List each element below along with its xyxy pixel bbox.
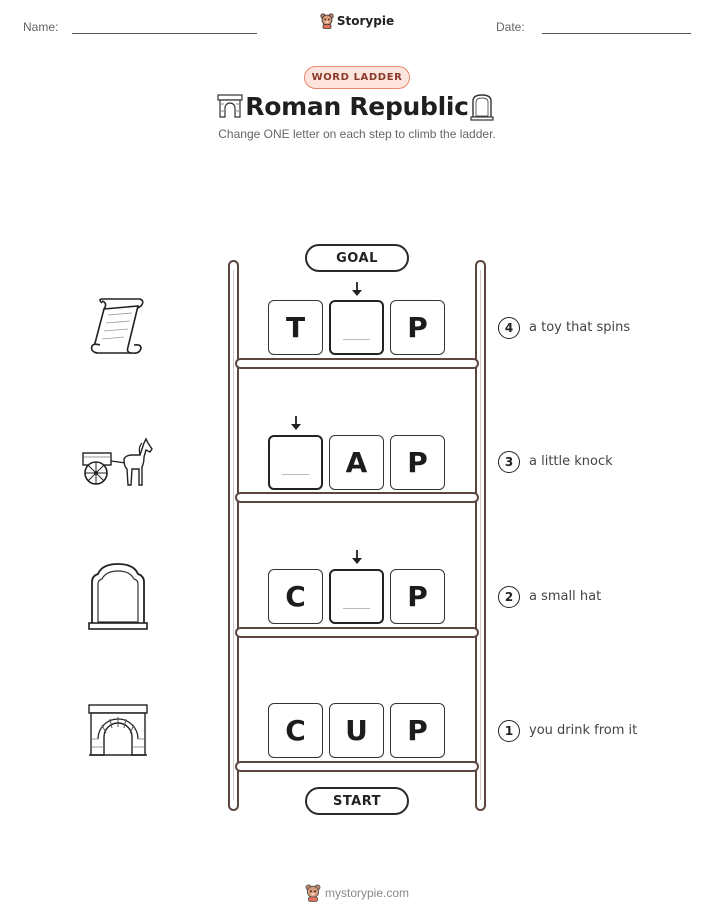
letter-tile: P <box>390 435 445 490</box>
brand-name: Storypie <box>336 14 395 28</box>
tombstone-icon <box>470 94 494 121</box>
tombstone-icon <box>88 563 148 630</box>
letter-tile: C <box>268 703 323 758</box>
clue-text: you drink from it <box>529 723 638 738</box>
start-label: START <box>305 787 409 815</box>
goal-label: GOAL <box>305 244 409 272</box>
bear-mascot-icon <box>320 13 334 29</box>
clue-number: 4 <box>498 317 520 339</box>
clue-text: a little knock <box>529 454 613 469</box>
clue-number: 3 <box>498 451 520 473</box>
name-line[interactable] <box>72 33 257 34</box>
letter-tile: P <box>390 569 445 624</box>
stone-arch-icon <box>88 704 148 756</box>
down-arrow-icon <box>291 416 301 430</box>
down-arrow-icon <box>352 282 362 296</box>
letter-tile: A <box>329 435 384 490</box>
date-label: Date: <box>496 20 525 34</box>
blank-letter-tile[interactable] <box>268 435 323 490</box>
clue-text: a small hat <box>529 589 602 604</box>
letter-tile: T <box>268 300 323 355</box>
name-label: Name: <box>23 20 59 34</box>
date-line[interactable] <box>542 33 691 34</box>
footer: mystorypie.com <box>0 884 714 902</box>
bear-mascot-icon <box>305 884 321 902</box>
letter-tile: C <box>268 569 323 624</box>
horse-cart-icon <box>82 437 153 486</box>
letter-tile: P <box>390 703 445 758</box>
down-arrow-icon <box>352 550 362 564</box>
brand-logo: Storypie <box>0 13 714 29</box>
scroll-icon <box>90 298 144 354</box>
clue-number: 2 <box>498 586 520 608</box>
clue-text: a toy that spins <box>529 320 631 335</box>
letter-tile: P <box>390 300 445 355</box>
arch-gate-icon <box>217 94 243 118</box>
blank-letter-tile[interactable] <box>329 569 384 624</box>
clue-number: 1 <box>498 720 520 742</box>
ladder-rungs <box>235 358 479 772</box>
page-title: Roman Republic <box>245 92 469 121</box>
word-ladder-badge: WORD LADDER <box>304 66 410 89</box>
footer-url[interactable]: mystorypie.com <box>324 886 410 900</box>
blank-letter-tile[interactable] <box>329 300 384 355</box>
instructions: Change ONE letter on each step to climb … <box>218 127 496 141</box>
letter-tile: U <box>329 703 384 758</box>
